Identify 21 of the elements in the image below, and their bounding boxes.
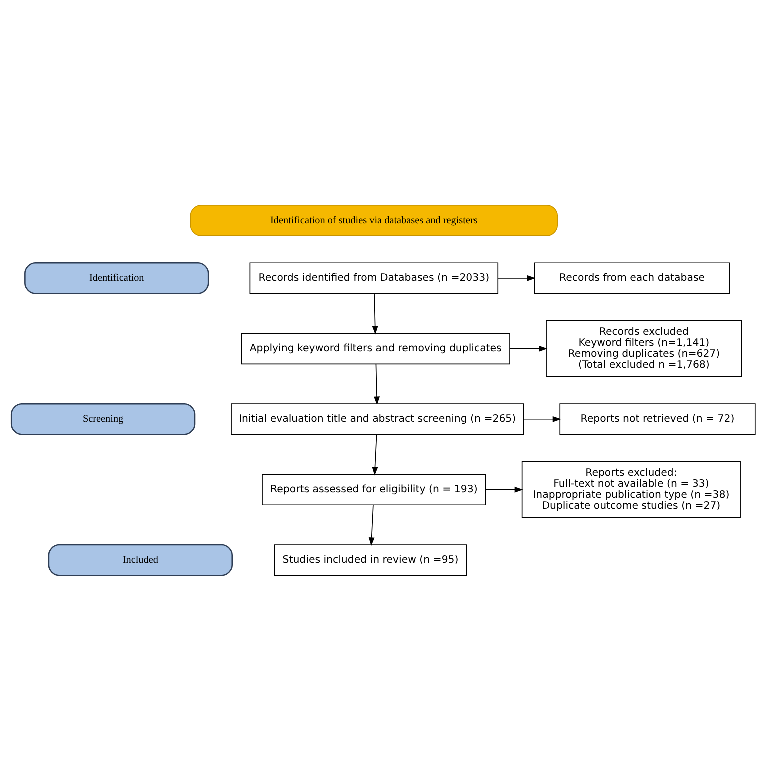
node-box: Applying keyword filters and removing duplicates — [241, 332, 510, 364]
node-box: Identification of studies via databases and registers — [190, 204, 558, 236]
node-box: Reports assessed for eligibility (n = 193) — [262, 474, 486, 506]
arrow — [486, 486, 524, 492]
arrow — [372, 292, 378, 334]
arrow — [368, 504, 375, 546]
node-box: Records from each database — [534, 262, 730, 294]
arrow — [372, 434, 378, 476]
node-box: Records identified from Databases (n =2033) — [250, 262, 499, 294]
arrow — [523, 416, 562, 422]
node-box: Included — [48, 544, 233, 576]
arrow — [510, 345, 548, 352]
arrow — [374, 363, 380, 405]
arrow — [498, 274, 536, 281]
node-box: Records excluded Keyword filters (n=1,141) Removing duplicates (n=627) (Total excluded n =1,768) — [546, 320, 742, 377]
node-box: Identification — [24, 262, 210, 294]
node-box: Studies included in review (n =95) — [274, 544, 468, 576]
node-box: Screening — [10, 402, 196, 435]
node-box: Initial evaluation title and abstract screening (n =265) — [231, 403, 524, 435]
node-box: Reports not retrieved (n = 72) — [560, 403, 756, 435]
node-box: Reports excluded: Full-text not available (n = 33) Inappropriate publication type (n =38) Duplicate outcome studies (n =27) — [522, 460, 741, 518]
